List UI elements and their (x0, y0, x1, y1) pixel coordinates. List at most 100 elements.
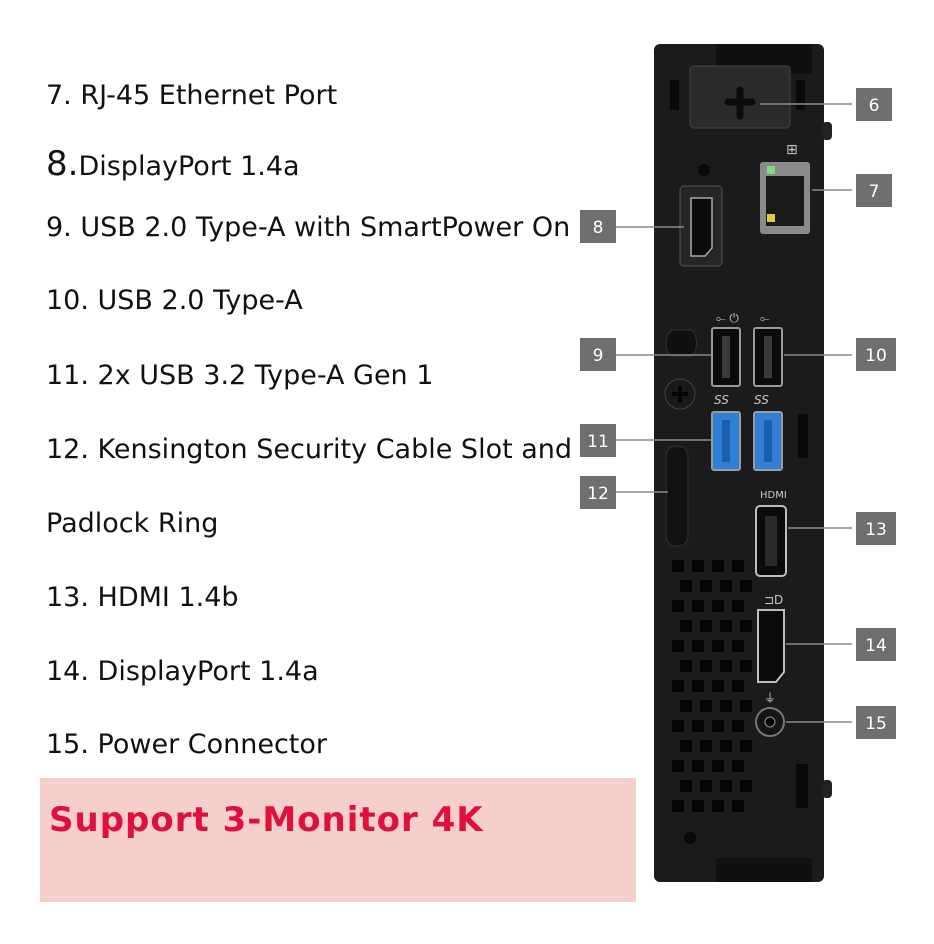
legend-item-10: 10. USB 2.0 Type-A (46, 285, 303, 316)
promo-text: Support 3-Monitor 4K (49, 800, 484, 840)
vent-hole (680, 700, 692, 712)
legend-item-11: 11. 2x USB 3.2 Type-A Gen 1 (46, 360, 434, 391)
vent-hole (672, 600, 684, 612)
vent-hole (700, 580, 712, 592)
vent-hole (720, 620, 732, 632)
vent-hole (692, 800, 704, 812)
vent-hole (732, 720, 744, 732)
usb2-tongue (764, 336, 772, 378)
callout-9: 9 (580, 338, 616, 371)
vent-hole (712, 720, 724, 732)
legend-item-7: 7. RJ-45 Ethernet Port (46, 80, 338, 111)
callout-8: 8 (580, 210, 616, 243)
ss-icon: SS (714, 393, 729, 407)
screw-hole (698, 164, 710, 176)
power-pin (764, 716, 776, 728)
vent-hole (720, 780, 732, 792)
side-slot (798, 414, 808, 458)
svg-text:7: 7 (869, 182, 880, 202)
svg-text:13: 13 (865, 520, 887, 540)
bottom-lip (716, 858, 812, 882)
side-slot-lower (796, 764, 808, 808)
usb-icon: ⟜ (760, 311, 770, 325)
vent-hole (680, 740, 692, 752)
padlock-ring-icon (665, 329, 697, 357)
callout-6: 6 (856, 88, 892, 121)
callout-11: 11 (580, 424, 616, 457)
usb3-tongue (764, 420, 772, 462)
knob-top (822, 122, 832, 140)
hdmi-icon: HDMI (760, 490, 787, 501)
usb3-tongue (722, 420, 730, 462)
vent-hole (692, 760, 704, 772)
vent-hole (732, 560, 744, 572)
callout-12: 12 (580, 476, 616, 509)
vent-hole (680, 580, 692, 592)
callout-15: 15 (856, 706, 896, 739)
vent-hole (692, 720, 704, 732)
vent-hole (712, 640, 724, 652)
vent-hole (672, 680, 684, 692)
svg-text:12: 12 (587, 484, 609, 504)
activity-led (767, 214, 775, 222)
kensington-slot-icon (665, 445, 689, 547)
vent-hole (672, 560, 684, 572)
callout-10: 10 (856, 338, 896, 371)
vent-hole (720, 660, 732, 672)
svg-text:9: 9 (593, 346, 604, 366)
vent-hole (700, 780, 712, 792)
vent-grid (672, 560, 752, 812)
vent-hole (740, 740, 752, 752)
callout-13: 13 (856, 512, 896, 545)
callout-7: 7 (856, 174, 892, 207)
vent-hole (672, 640, 684, 652)
ss-icon: SS (754, 393, 769, 407)
svg-text:15: 15 (865, 714, 887, 734)
vent-hole (680, 660, 692, 672)
bottom-hole (684, 832, 696, 844)
vent-hole (712, 560, 724, 572)
vent-hole (680, 620, 692, 632)
vent-hole (692, 560, 704, 572)
vent-hole (740, 660, 752, 672)
legend-item-15: 15. Power Connector (46, 729, 328, 760)
legend-item-12: 12. Kensington Security Cable Slot and (46, 434, 573, 465)
link-led (767, 166, 775, 174)
vent-hole (700, 740, 712, 752)
legend-item-8: 8.DisplayPort 1.4a (46, 144, 300, 184)
network-icon: ⊞ (786, 142, 798, 158)
hdmi-tongue (765, 516, 777, 566)
vent-hole (732, 800, 744, 812)
legend-item-13: 13. HDMI 1.4b (46, 582, 239, 613)
vent-hole (740, 700, 752, 712)
vent-hole (692, 640, 704, 652)
svg-text:14: 14 (865, 636, 887, 656)
svg-text:10: 10 (865, 346, 887, 366)
usb-smartpower-icon: ⟜ ⏻ (716, 311, 739, 325)
vent-hole (732, 680, 744, 692)
vent-hole (720, 740, 732, 752)
vent-hole (700, 700, 712, 712)
callout-14: 14 (856, 628, 896, 661)
vent-hole (700, 620, 712, 632)
vent-hole (692, 600, 704, 612)
thumbscrew-cross (672, 386, 688, 402)
screw-icon (724, 86, 756, 120)
legend-item-14: 14. DisplayPort 1.4a (46, 656, 319, 687)
legend-item-12-cont: Padlock Ring (46, 508, 219, 539)
vent-hole (740, 580, 752, 592)
vent-hole (692, 680, 704, 692)
knob-bottom (822, 780, 832, 798)
displayport-14-icon (757, 609, 785, 683)
vent-hole (732, 760, 744, 772)
vent-hole (720, 580, 732, 592)
vent-hole (700, 660, 712, 672)
usb2-tongue (722, 336, 730, 378)
vent-hole (672, 720, 684, 732)
vent-hole (712, 760, 724, 772)
displayport-8-icon (690, 197, 713, 257)
vent-hole (732, 600, 744, 612)
vent-hole (672, 800, 684, 812)
legend-item-9: 9. USB 2.0 Type-A with SmartPower On (46, 212, 571, 243)
svg-text:6: 6 (869, 96, 880, 116)
